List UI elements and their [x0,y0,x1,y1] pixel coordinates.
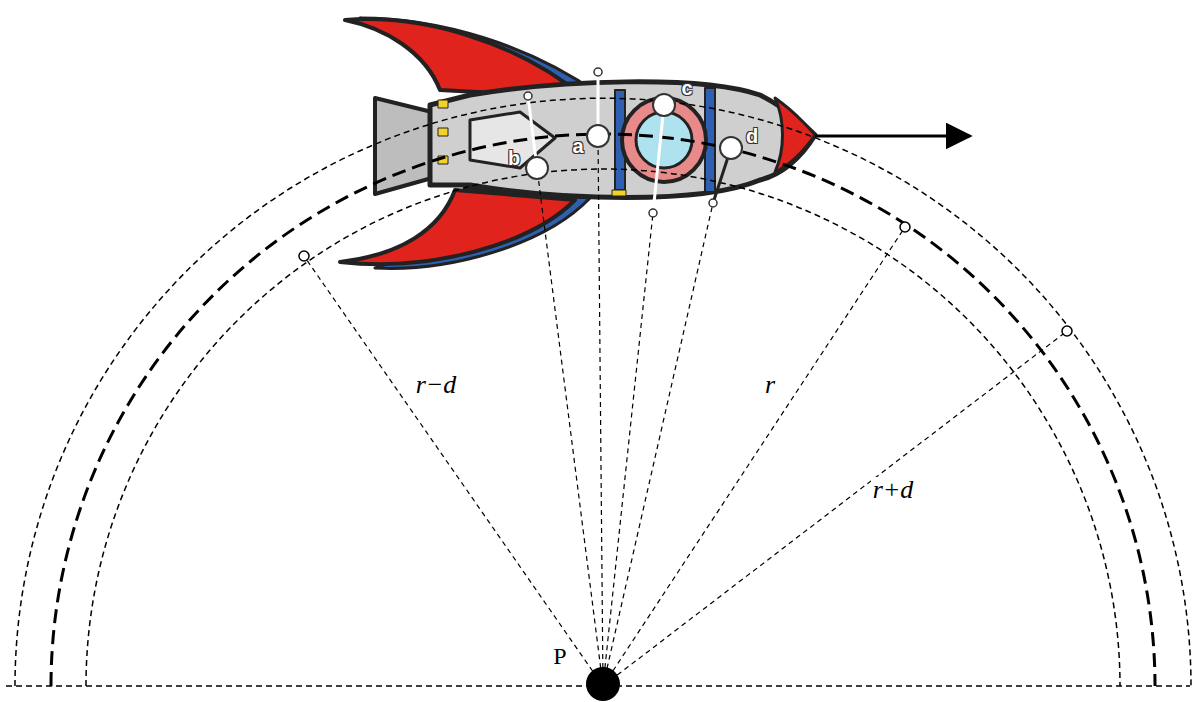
central-body [586,667,620,701]
radius-line [537,168,603,686]
mass-point [587,125,609,147]
point-label: d [746,126,758,146]
rod-end [709,199,717,207]
rod-end [524,92,532,100]
mass-point [653,94,675,116]
radius-line [304,256,603,686]
center-label: P [551,644,568,668]
rods [528,72,731,213]
rocket [340,18,815,268]
point-label: a [572,136,583,156]
radius-label: r−d [414,372,459,398]
radius-end-marks [299,222,1072,336]
radius-end [900,222,910,232]
radius-end [1062,326,1072,336]
point-label: b [508,148,520,168]
mass-points [526,94,742,179]
radius-end [299,251,309,261]
radius-label: r [763,372,777,398]
rod-ends [524,68,717,217]
radius-line [603,213,653,686]
radius-label: r+d [871,477,916,503]
mass-point [526,157,548,179]
radius-line [598,136,603,686]
middle-orbit [51,134,1155,686]
radius-line [603,331,1067,686]
velocity-arrow [815,135,970,138]
rod-end [594,68,602,76]
rocket-light [438,128,448,136]
radius-line [603,227,905,686]
rocket-light [438,100,448,108]
rod-end [649,209,657,217]
rod [653,105,664,213]
radial-lines [304,136,1067,686]
outer-orbit [15,98,1191,686]
rocket-fin-bottom [340,190,575,264]
mass-point [720,137,742,159]
orbit-arcs [6,98,1191,686]
point-label: c [681,78,692,98]
rocket-light [612,190,626,196]
radius-line [603,203,713,686]
inner-orbit [86,169,1120,686]
